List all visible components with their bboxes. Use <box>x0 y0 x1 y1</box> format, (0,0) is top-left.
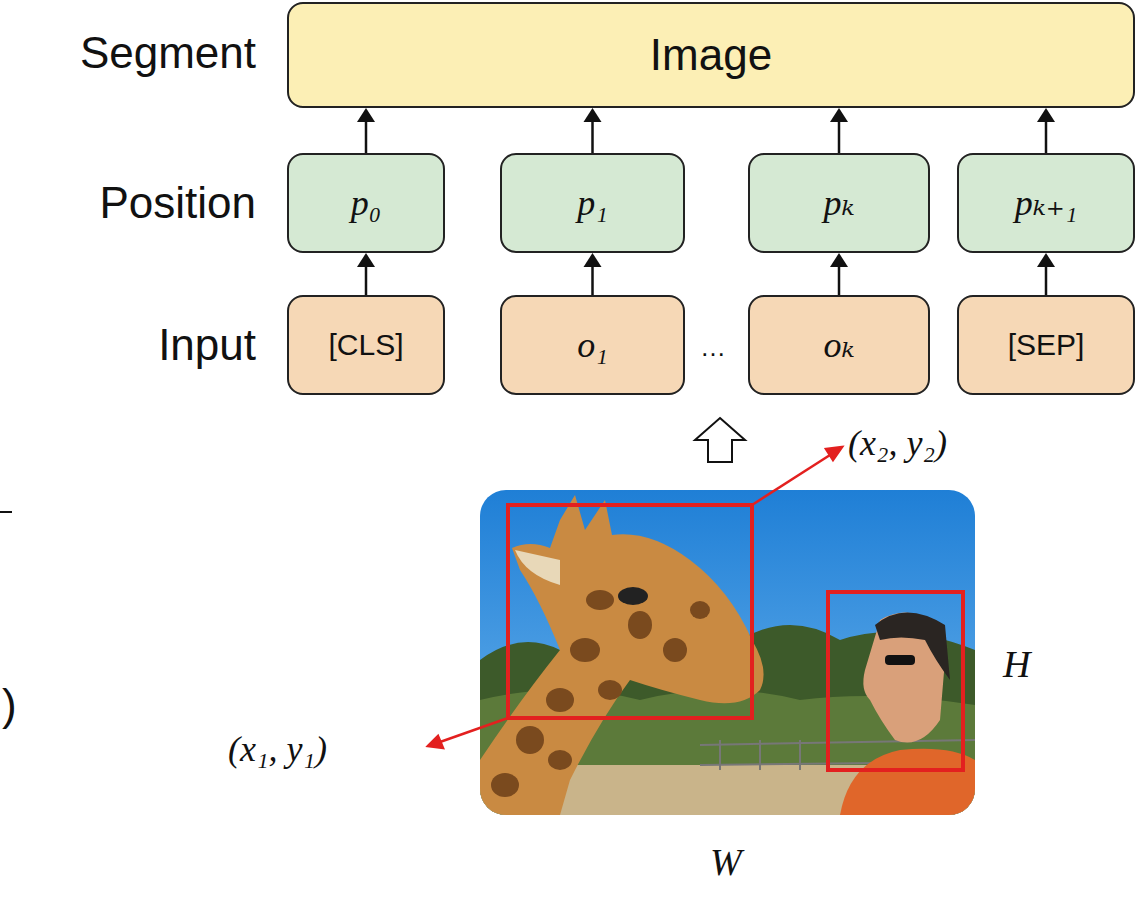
node-text: [SEP] <box>1008 328 1085 362</box>
ellipsis: … <box>700 332 726 363</box>
arrow-connector <box>584 253 602 295</box>
arrow-connector <box>830 108 848 153</box>
coordinate-label: (x₁, y₁) <box>228 728 327 770</box>
input-box: [CLS] <box>287 295 445 395</box>
node-text: pₖ₊₁ <box>1015 182 1078 224</box>
position-box: pₖ₊₁ <box>957 153 1135 253</box>
node-text: o₁ <box>577 324 608 366</box>
arrow-connector <box>1037 253 1055 295</box>
arrow-connector <box>584 108 602 153</box>
input-box: [SEP] <box>957 295 1135 395</box>
arrow-connector <box>1037 108 1055 153</box>
input-box: o₁ <box>500 295 685 395</box>
position-box: p₁ <box>500 153 685 253</box>
dimension-label: W <box>710 840 742 884</box>
node-text: [CLS] <box>328 328 403 362</box>
cropped-text: ) <box>2 680 17 730</box>
row-label: Segment <box>60 28 256 78</box>
node-text: oₖ <box>823 324 854 366</box>
arrow-connector <box>830 253 848 295</box>
position-box: p₀ <box>287 153 445 253</box>
row-label: Position <box>40 178 256 228</box>
node-text: pₖ <box>823 182 854 224</box>
input-box: oₖ <box>748 295 930 395</box>
segment-band: Image <box>287 2 1135 108</box>
node-text: Image <box>650 30 772 80</box>
node-text: p₁ <box>577 182 608 224</box>
node-text: p₀ <box>351 182 382 224</box>
row-label: Input <box>60 320 256 370</box>
coordinate-label: (x₂, y₂) <box>848 422 947 464</box>
dimension-label: H <box>1003 642 1030 686</box>
arrow-connector <box>357 253 375 295</box>
position-box: pₖ <box>748 153 930 253</box>
arrow-connector <box>357 108 375 153</box>
